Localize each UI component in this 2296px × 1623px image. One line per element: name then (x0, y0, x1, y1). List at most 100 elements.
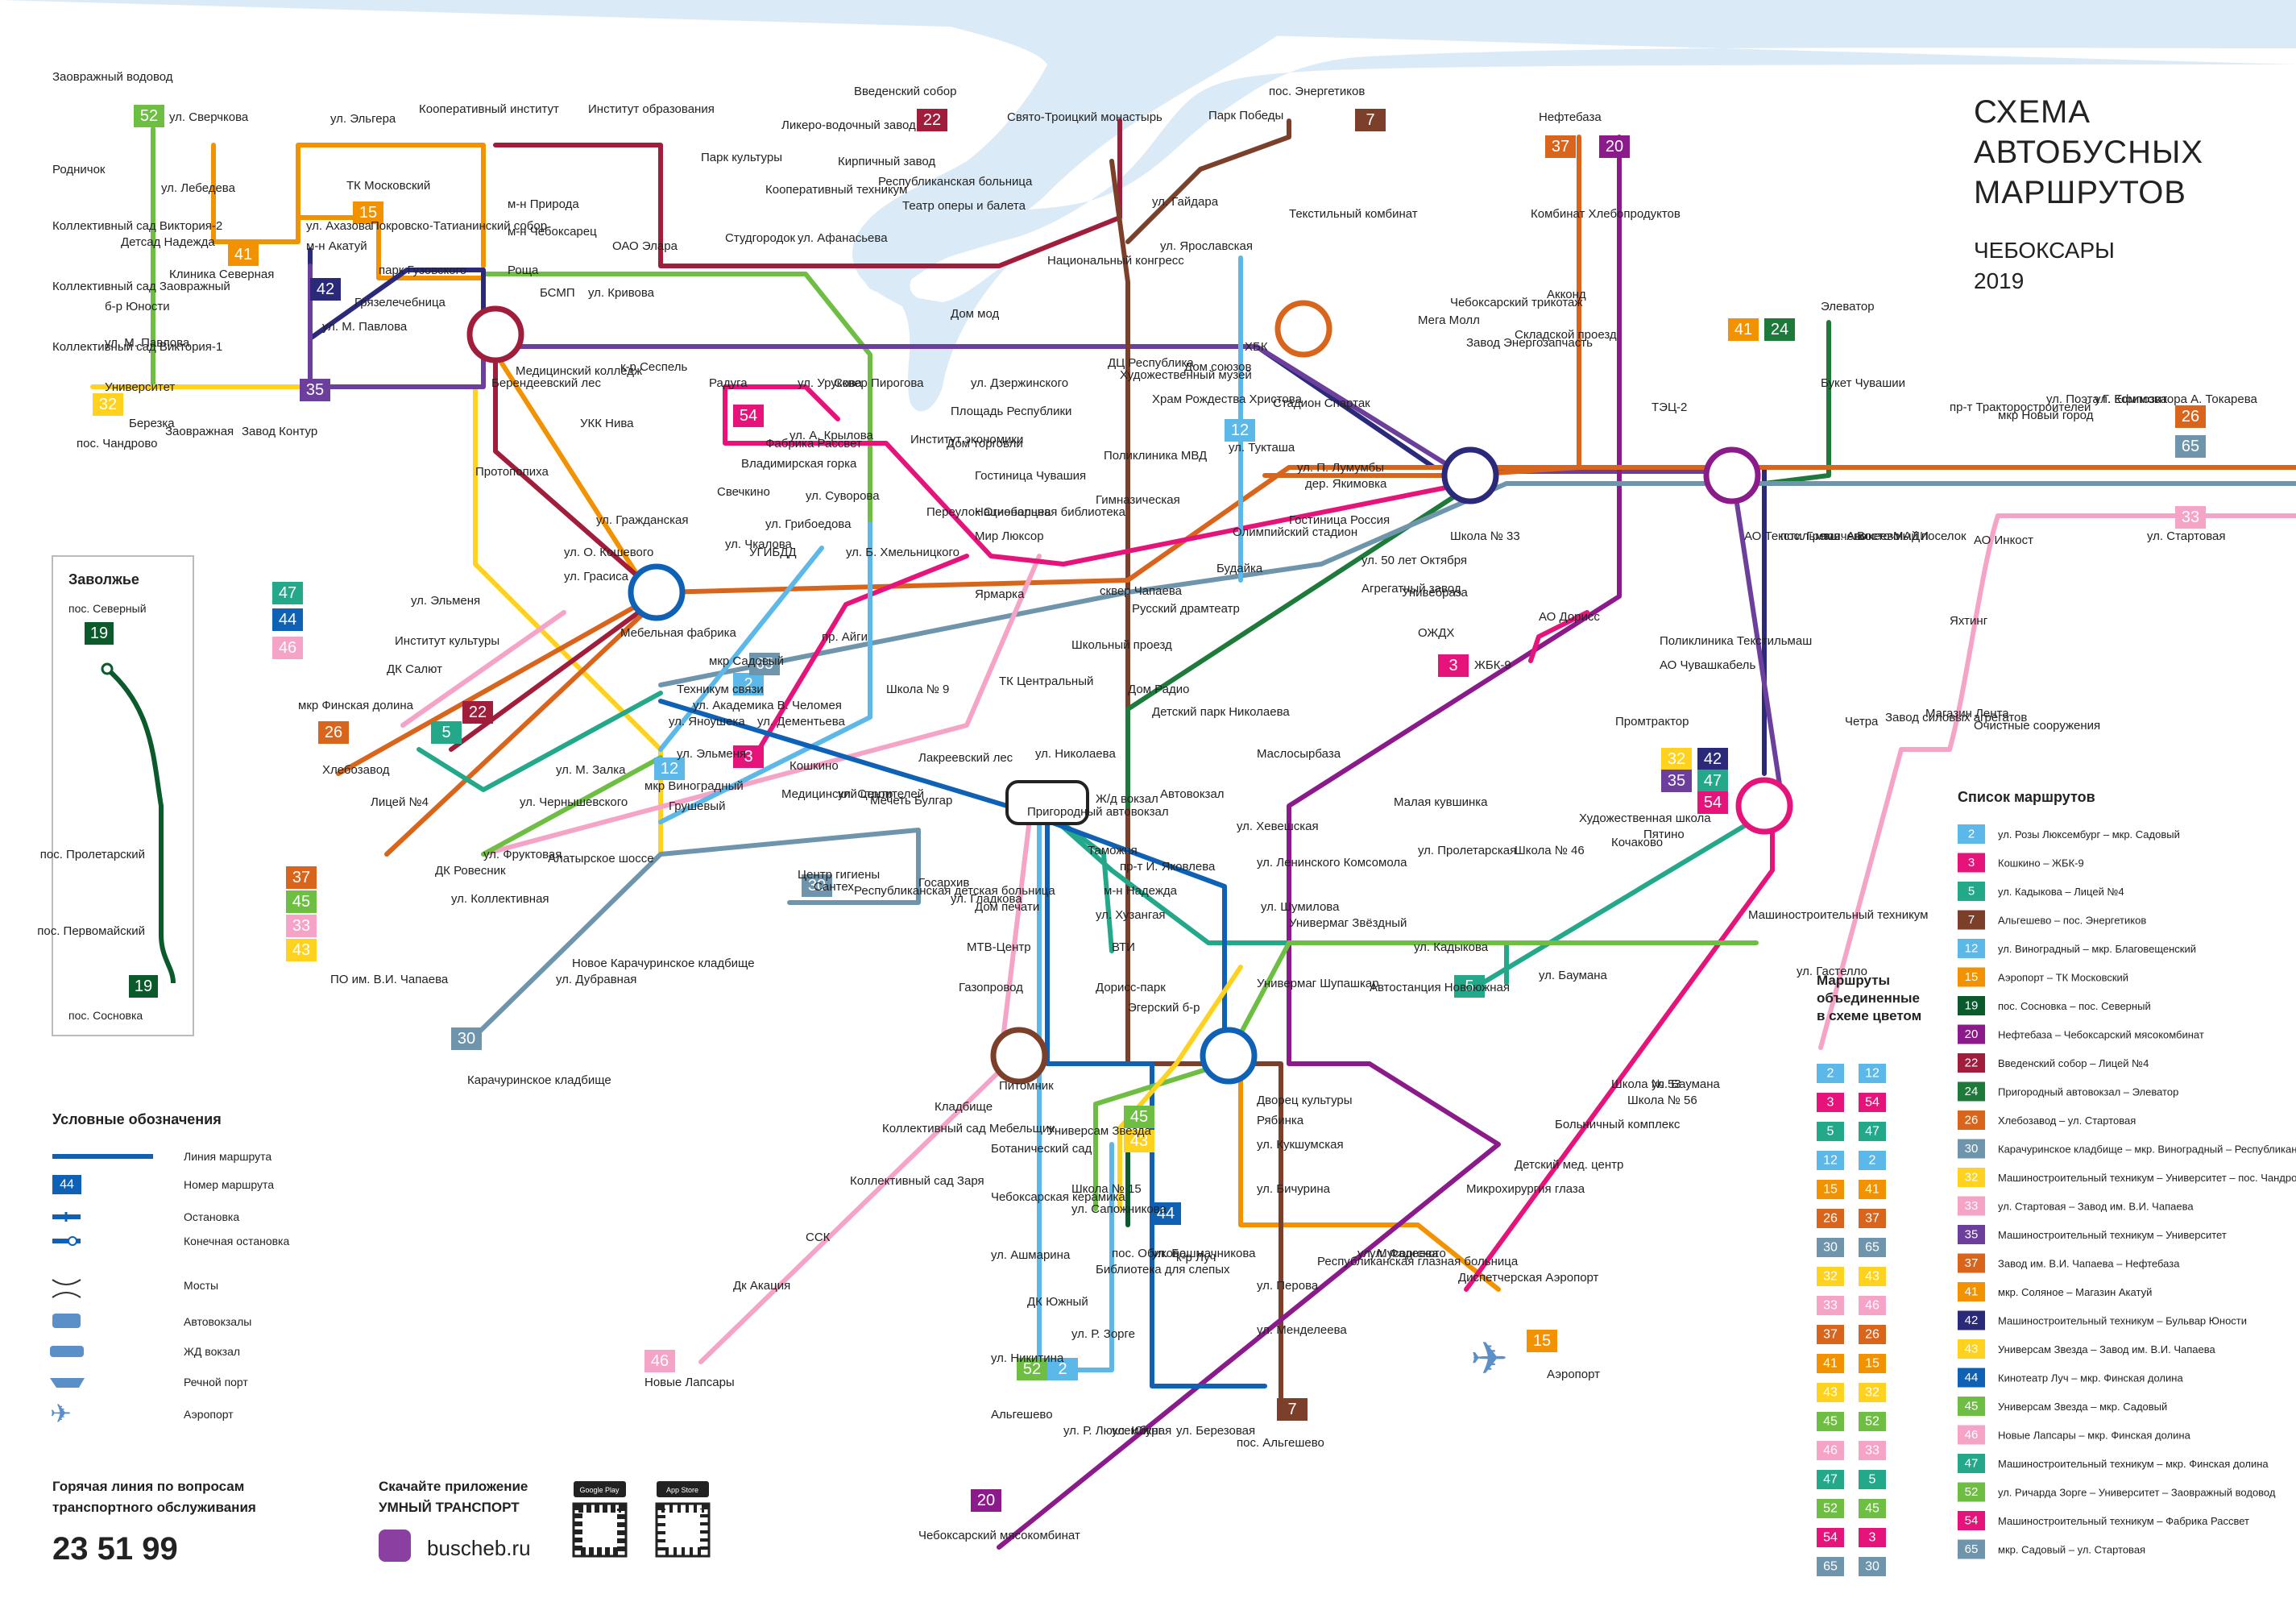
stop-label: Дворец культуры (1257, 1094, 1353, 1107)
legend-item-stop: Остановка (184, 1210, 239, 1223)
svg-text:65: 65 (1965, 1542, 1979, 1556)
stop-label: ул. Ашмарина (991, 1248, 1071, 1262)
stop-label: ул. Никитина (991, 1351, 1064, 1365)
stop-label: Акконд (1547, 288, 1586, 301)
stop-label: Магазин Лента (1925, 707, 2009, 720)
stop-label: ул. Менделеева (1257, 1323, 1347, 1337)
svg-text:5: 5 (1465, 978, 1473, 995)
svg-text:54: 54 (740, 407, 757, 425)
svg-text:Машиностроительный техникум –: Машиностроительный техникум – мкр. Финск… (1998, 1458, 2269, 1470)
stop-label: Институт экономики (910, 433, 1023, 446)
stop-label: Дом союзов (1184, 360, 1251, 374)
hub-hbk (1274, 300, 1332, 358)
hotline-text2: транспортного обслуживания (52, 1500, 256, 1515)
route-badge-7: 7 (1277, 1398, 1308, 1421)
svg-text:3: 3 (1968, 856, 1975, 870)
stop-label: мкр Финская долина (298, 699, 414, 712)
legend: Условные обозначения Линия маршрута 44 Н… (50, 1111, 289, 1429)
svg-text:37: 37 (292, 869, 310, 886)
svg-text:Машиностроительный техникум –: Машиностроительный техникум – Бульвар Юн… (1998, 1315, 2247, 1327)
stop-label: Заовражная (165, 425, 234, 438)
stop-label: Гостиница Чувашия (975, 469, 1086, 483)
route-badge-35: 35 (300, 379, 330, 401)
svg-text:65: 65 (1865, 1241, 1879, 1255)
stop-label: пр. Айги (822, 630, 868, 644)
stop-label: Русский драмтеатр (1132, 602, 1240, 616)
app-store-badge[interactable] (657, 1481, 709, 1497)
route-badge-30: 30 (451, 1027, 482, 1050)
bay (852, 0, 1321, 412)
stop-label: ул. Ленинского Комсомола (1257, 856, 1407, 870)
route-badge-20: 20 (1599, 135, 1630, 158)
app-site[interactable]: buscheb.ru (427, 1536, 531, 1560)
route-badge-47: 47 (272, 582, 303, 604)
zavolzhye-inset: Заволжье пос. Северный 19 пос. Пролетарс… (37, 555, 194, 1036)
stop-label: ул. Дубравная (556, 973, 636, 986)
route-list-item: 3 Кошкино – ЖБК-9 (1958, 853, 2084, 873)
route-badge-35: 35 (1661, 770, 1692, 792)
stop-label: Университет (105, 380, 175, 394)
route-badge-43: 43 (1124, 1130, 1154, 1152)
svg-text:20: 20 (1606, 138, 1623, 156)
stop-label: ул. Кадыкова (1414, 940, 1489, 954)
svg-text:мкр. Соляное – Магазин Акатуй: мкр. Соляное – Магазин Акатуй (1998, 1286, 2152, 1298)
stop-label: Художественная школа (1579, 812, 1711, 825)
svg-text:12: 12 (1865, 1067, 1879, 1081)
title-line1: СХЕМА (1974, 94, 2091, 130)
svg-text:47: 47 (1865, 1125, 1879, 1139)
stop-label: ул. Березовая (1176, 1424, 1255, 1438)
stop-label: Хлебозавод (322, 763, 390, 777)
stop-label: ул. О. Кошевого (564, 546, 653, 559)
google-play-badge[interactable] (574, 1481, 626, 1497)
airport-icon: ✈ (50, 1398, 72, 1429)
svg-text:5: 5 (1968, 885, 1975, 899)
stop-label: БСМП (540, 286, 575, 300)
stop-label: ул. Кукшумская (1257, 1138, 1344, 1152)
route-badge-24: 24 (1764, 318, 1795, 341)
stop-label: Национальный конгресс (1047, 254, 1184, 268)
stop-label: мкр Виноградный (644, 779, 744, 793)
svg-text:26: 26 (2182, 408, 2199, 425)
stop-label: ул. Бичурина (1257, 1182, 1331, 1196)
svg-text:26: 26 (1823, 1212, 1838, 1226)
stop-label: Рябинка (1257, 1114, 1304, 1127)
stop-label: Медицинский колледж (516, 364, 642, 378)
hub-dvorets (1200, 1027, 1258, 1085)
zavolzhye-badge-top: 19 (90, 625, 108, 642)
route-badge-22: 22 (462, 701, 493, 724)
stop-label: АО Текстильмаш (1744, 529, 1840, 543)
stop-label: Микрохирургия глаза (1466, 1182, 1585, 1196)
stop-label: Мега Молл (1418, 313, 1480, 327)
svg-text:47: 47 (1823, 1473, 1838, 1487)
stop-label: ул. Ярославская (1160, 239, 1253, 253)
stop-label: к-р Луч (1176, 1251, 1216, 1264)
route-badge-30: 30 (802, 874, 832, 897)
svg-text:2: 2 (1058, 1360, 1067, 1378)
stop-label: Чебоксарский трикотаж (1450, 296, 1582, 309)
hotline-text1: Горячая линия по вопросам (52, 1479, 244, 1494)
stop-label: Дом печати (975, 900, 1039, 914)
svg-text:Кошкино – ЖБК-9: Кошкино – ЖБК-9 (1998, 857, 2084, 870)
stop-label: Детский парк Николаева (1152, 705, 1290, 719)
stop-label: ул. Чернышевского (520, 795, 628, 809)
route-line-5 (417, 691, 1509, 986)
svg-text:2: 2 (1968, 828, 1975, 841)
svg-text:30: 30 (458, 1030, 475, 1048)
stop-label: Чебоксарская керамика (991, 1190, 1125, 1204)
svg-text:47: 47 (279, 584, 296, 602)
route-list-item: 42 Машиностроительный техникум – Бульвар … (1958, 1310, 2247, 1330)
route-badge-3: 3 (1438, 654, 1469, 677)
svg-text:42: 42 (1965, 1314, 1979, 1327)
svg-text:19: 19 (1965, 999, 1979, 1013)
stop-label: ул. Стартовая (2147, 529, 2225, 543)
stop-label: Чебоксарский мясокомбинат (918, 1529, 1080, 1542)
legend-item-terminal: Конечная остановка (184, 1235, 289, 1247)
stop-label: ул. Кривова (588, 286, 655, 300)
hub-school33 (1441, 446, 1499, 504)
